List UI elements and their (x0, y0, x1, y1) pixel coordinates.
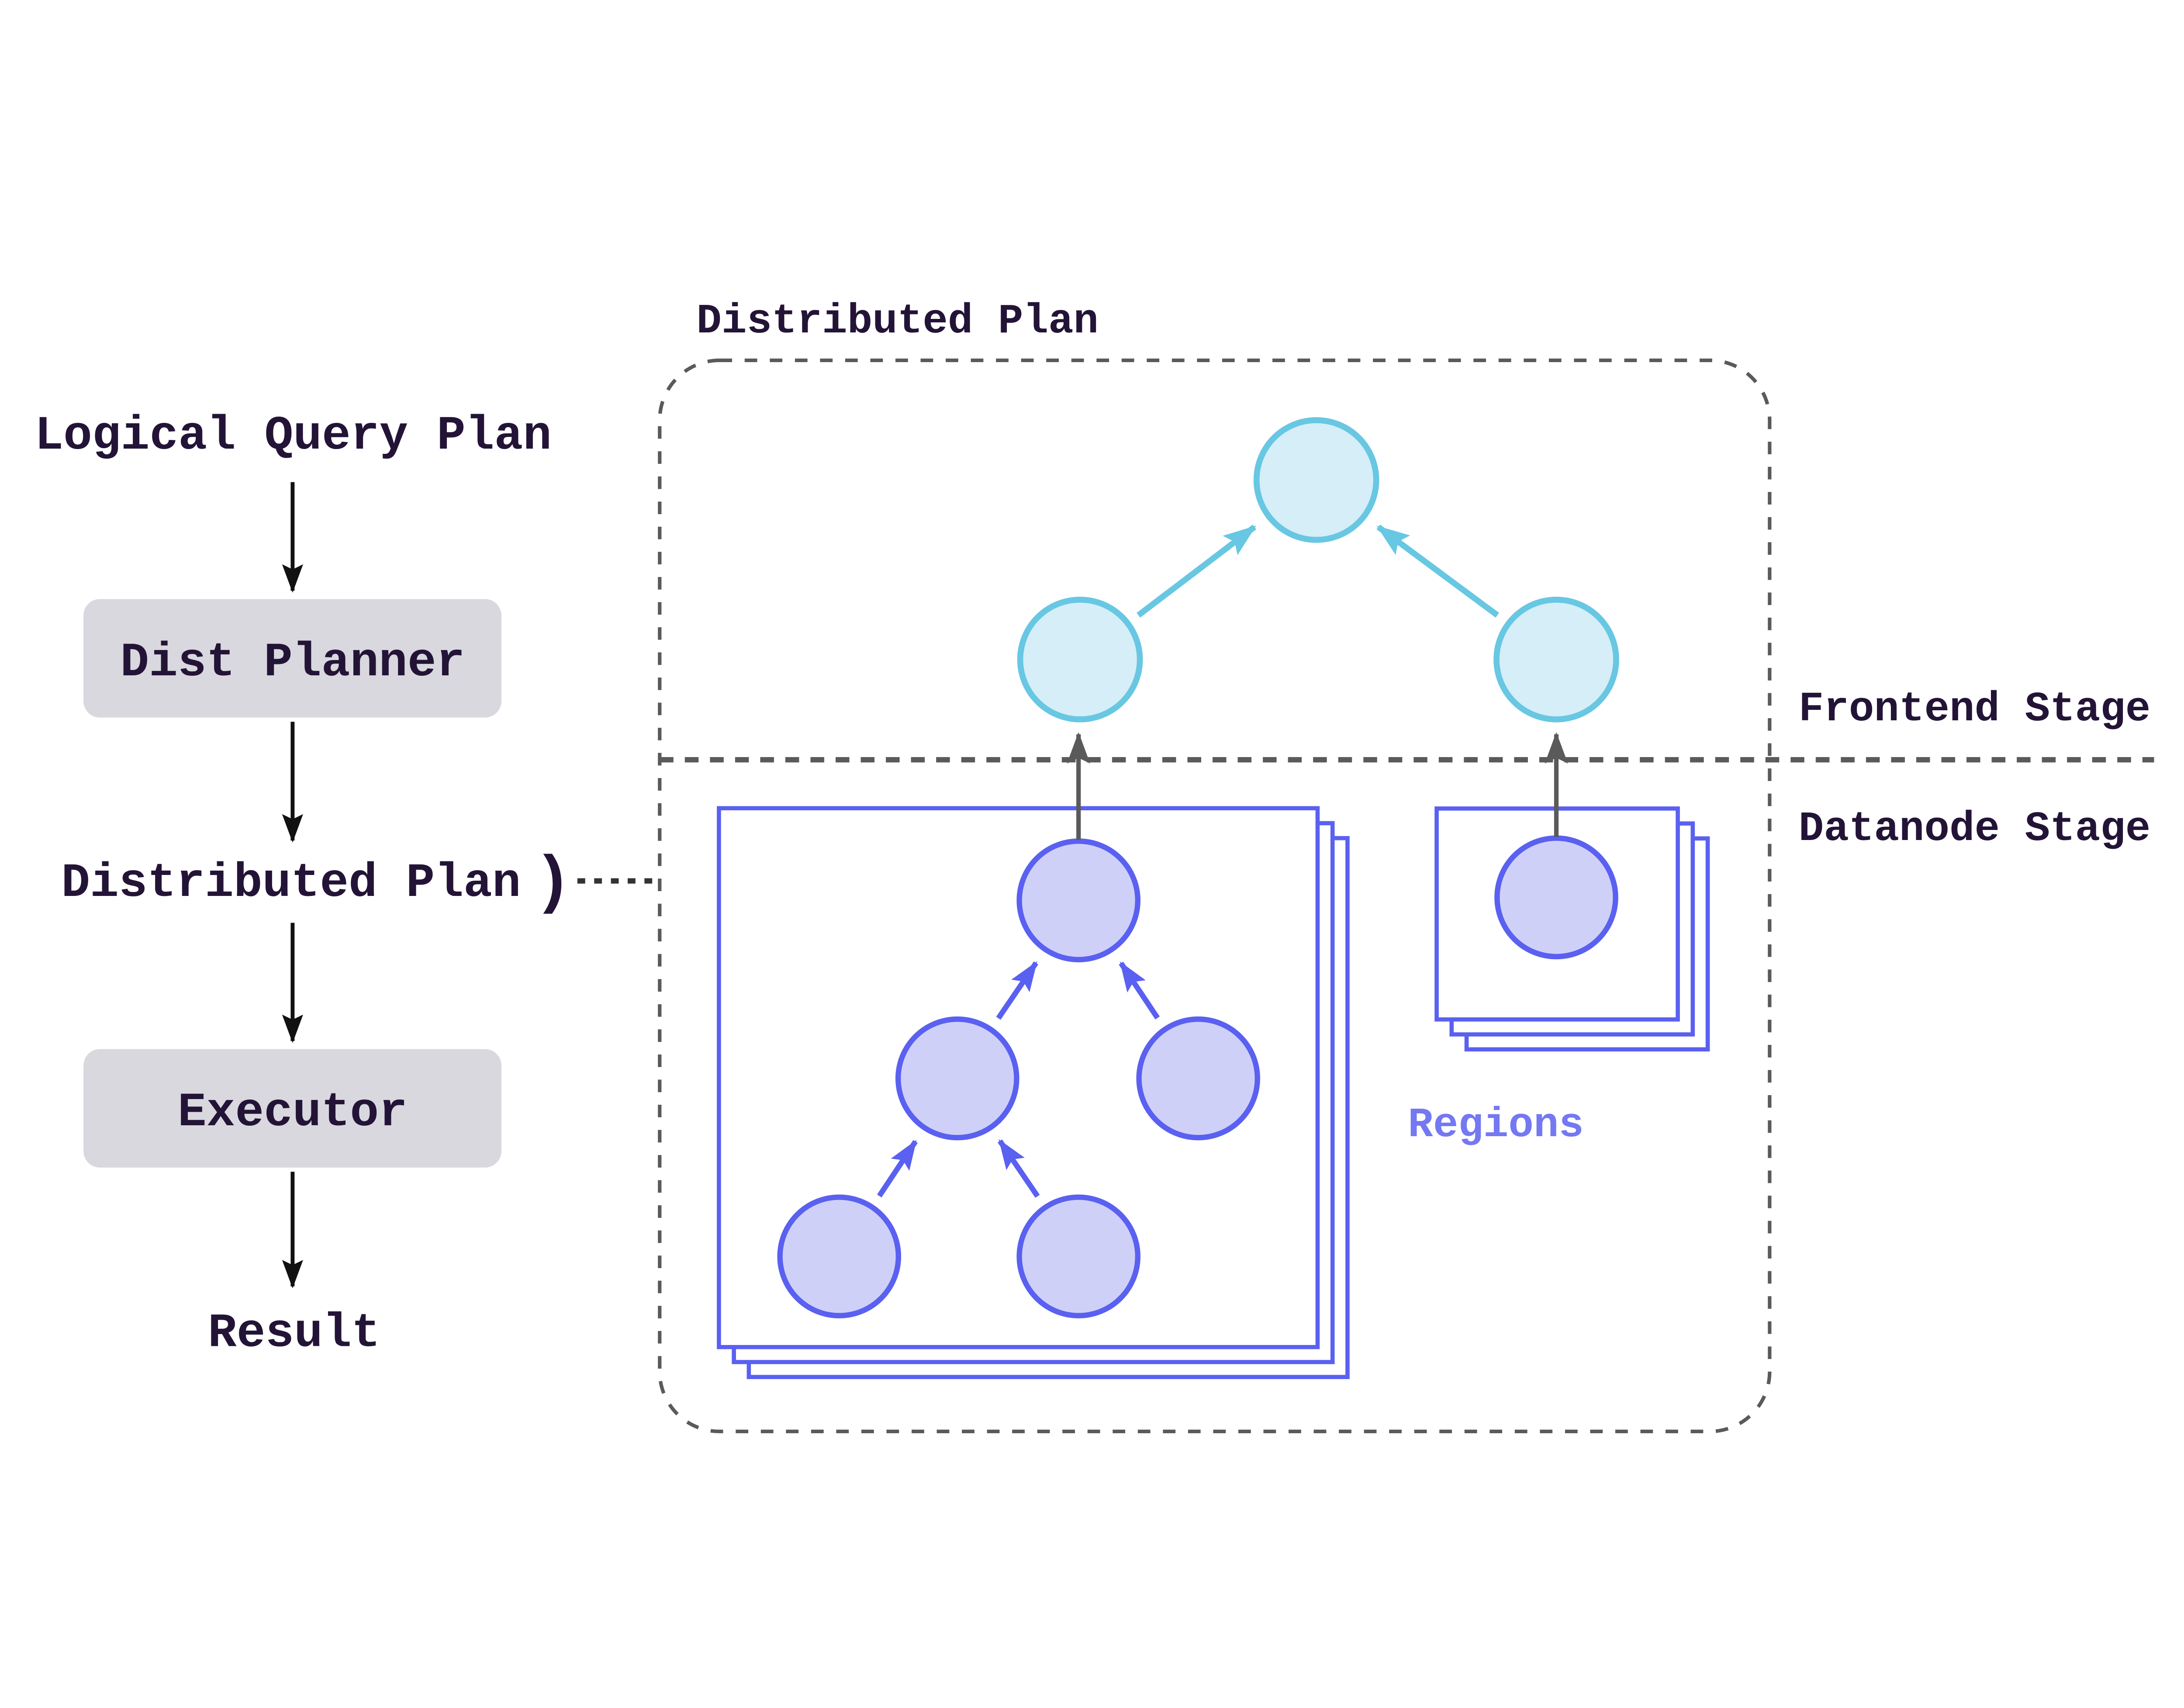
left-flow: Logical Query Plan Dist Planner Distribu… (35, 409, 658, 1361)
purple-arrow-midright-to-root (1119, 961, 1160, 1020)
datanode-tree-midleft-node (895, 1016, 1019, 1141)
datanode-tree-bottomright-node (1016, 1194, 1140, 1319)
datanode-tree-root-node (1016, 838, 1140, 962)
panel-title: Distributed Plan (697, 297, 1099, 345)
frontend-root-node (1253, 417, 1379, 543)
frontend-right-child-node (1493, 596, 1619, 723)
purple-arrow-bottomright-to-midleft (997, 1139, 1040, 1198)
datanode-tree-midright-node (1136, 1016, 1260, 1141)
datanode-stage-label: Datanode Stage (1799, 805, 2150, 853)
frontend-stage-label: Frontend Stage (1799, 685, 2150, 733)
cyan-arrow-left-child-to-root (1137, 524, 1257, 618)
frontend-stage-tree (1017, 417, 1619, 723)
cyan-arrow-right-child-to-root (1376, 524, 1500, 618)
dist-planner-label: Dist Planner (120, 636, 465, 690)
purple-arrow-midleft-to-root (996, 961, 1039, 1020)
distributed-plan-label: Distributed Plan (61, 856, 521, 910)
executor-box (83, 1049, 501, 1168)
datanode-single-node (1494, 835, 1618, 960)
datanode-left-region-group (717, 806, 1350, 1380)
datanode-right-region-group (1434, 806, 1710, 1052)
regions-label: Regions (1408, 1101, 1584, 1149)
distributed-plan-panel: Distributed Plan Frontend Stage Datanode… (658, 297, 2154, 1434)
annotation-bracket: ) (534, 847, 572, 920)
frontend-left-child-node (1017, 596, 1143, 723)
executor-label: Executor (178, 1086, 408, 1140)
distributed-plan-container (658, 358, 1772, 1434)
dist-planner-box (83, 599, 501, 718)
result-label: Result (208, 1307, 380, 1361)
purple-arrow-bottomleft-to-midleft (877, 1140, 918, 1198)
logical-query-plan-label: Logical Query Plan (35, 409, 552, 463)
datanode-tree-bottomleft-node (777, 1194, 902, 1319)
